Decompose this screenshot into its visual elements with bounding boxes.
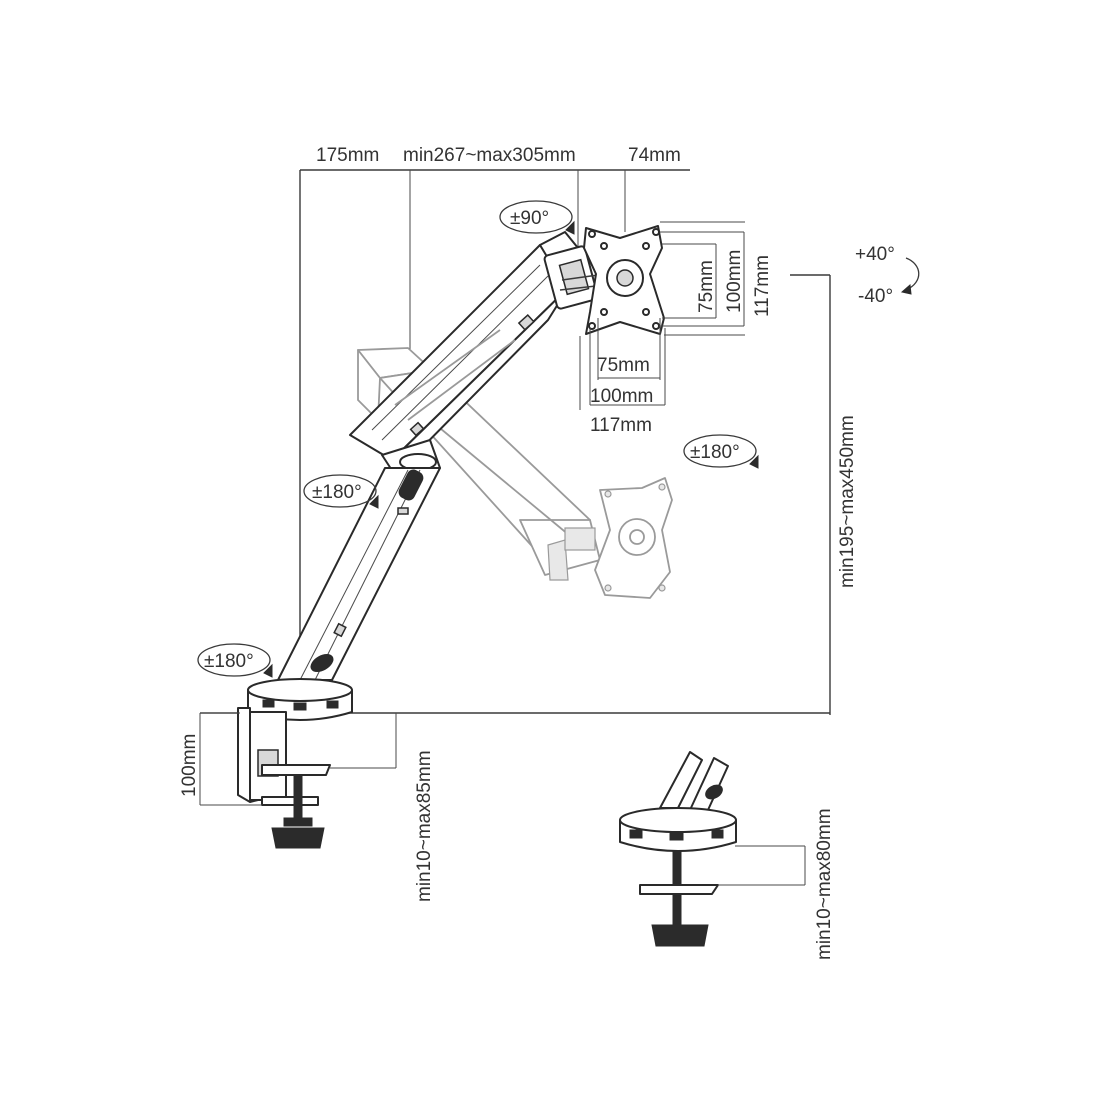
tilt-up-label: +40° <box>855 244 895 265</box>
desk-base <box>247 678 353 721</box>
clamp-thickness-dimension <box>330 713 397 769</box>
clamp-height-label: 100mm <box>179 734 200 797</box>
desk-clamp <box>237 707 331 849</box>
head-depth-label: 74mm <box>628 145 681 166</box>
vesa-v-large-label: 117mm <box>752 255 773 317</box>
top-dimension-line <box>299 169 690 640</box>
head-swivel-label: ±90° <box>510 208 549 229</box>
tilt-arrowhead-icon <box>900 283 912 295</box>
vesa-v-small-label: 75mm <box>696 260 717 313</box>
head-swivel-badge <box>499 200 575 235</box>
vesa-h-small-label: 75mm <box>597 355 650 376</box>
elbow-rotation-label: ±180° <box>312 482 362 503</box>
clamp-height-dimension <box>199 712 262 806</box>
cable-slot-lower <box>310 653 334 673</box>
vesa-v-medium-label: 100mm <box>724 250 745 313</box>
cable-slot-upper <box>398 469 424 501</box>
tilt-arrow-icon <box>905 257 920 291</box>
vesa-horizontal-dimensions <box>579 318 666 410</box>
vesa-vertical-dimensions <box>660 221 745 336</box>
grommet-thickness-label: min10~max80mm <box>814 808 835 960</box>
vesa-h-large-label: 117mm <box>590 415 652 436</box>
pan-rotation-badge <box>683 434 759 469</box>
grommet-thickness-dimension <box>718 845 806 886</box>
elbow-rotation-badge <box>303 474 379 509</box>
height-range-label: min195~max450mm <box>837 415 858 588</box>
pan-rotation-label: ±180° <box>690 442 740 463</box>
base-rotation-label: ±180° <box>204 651 254 672</box>
grommet-inset <box>619 751 737 947</box>
vesa-h-medium-label: 100mm <box>590 386 653 407</box>
vesa-plate <box>583 225 665 335</box>
arm-segment-2-label: min267~max305mm <box>403 145 576 166</box>
lower-arm <box>277 467 441 681</box>
monitor-head <box>539 231 599 310</box>
tilt-down-label: -40° <box>858 286 893 307</box>
base-rotation-badge <box>197 643 273 678</box>
clamp-thickness-label: min10~max85mm <box>414 750 435 902</box>
arm-segment-1-label: 175mm <box>316 145 379 166</box>
